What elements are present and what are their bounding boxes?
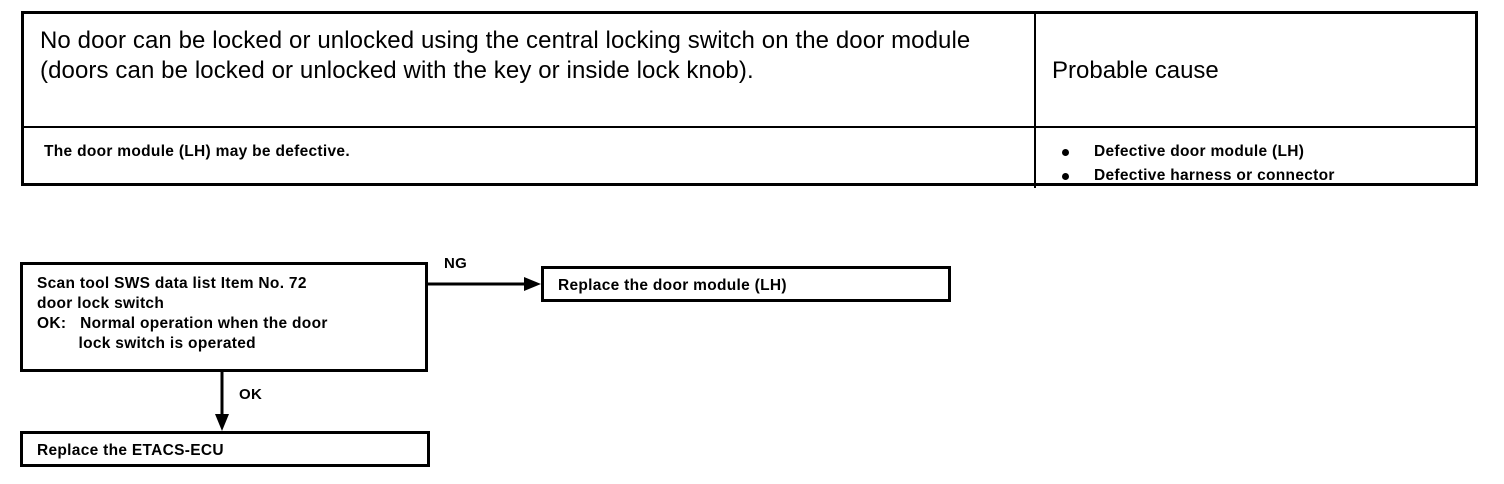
probable-cause-list: Defective door module (LH) Defective har… [1036,128,1477,188]
flow-node-check-scan-tool: Scan tool SWS data list Item No. 72 door… [20,262,428,372]
flow-node-replace-etacs-ecu-label: Replace the ETACS-ECU [37,442,224,459]
symptom-table-grid: No door can be locked or unlocked using … [24,14,1477,188]
symptom-detail-text: The door module (LH) may be defective. [44,143,350,160]
bullet-icon [1062,149,1069,156]
list-item: Defective door module (LH) [1036,140,1477,164]
header-cell-probable-cause: Probable cause [1034,14,1477,127]
flow-node-replace-door-module: Replace the door module (LH) [541,266,951,302]
list-item: Defective harness or connector [1036,164,1477,188]
table-row: The door module (LH) may be defective. D… [24,126,1477,188]
probable-cause-title: Probable cause [1052,57,1219,84]
symptom-description: No door can be locked or unlocked using … [40,27,971,84]
flow-node-replace-etacs-ecu: Replace the ETACS-ECU [20,431,430,467]
edge-label-ok: OK [239,386,263,403]
edge-label-ng: NG [444,255,468,272]
flow-node-replace-door-module-label: Replace the door module (LH) [558,277,787,294]
symptom-table: No door can be locked or unlocked using … [21,11,1478,188]
header-cell-symptom: No door can be locked or unlocked using … [24,14,1035,127]
body-cell-causes: Defective door module (LH) Defective har… [1034,126,1477,188]
table-header-row: No door can be locked or unlocked using … [24,14,1477,127]
body-cell-symptom: The door module (LH) may be defective. [24,126,1035,188]
cause-label: Defective harness or connector [1094,167,1335,184]
cause-label: Defective door module (LH) [1094,143,1305,160]
flow-node-check-scan-tool-label: Scan tool SWS data list Item No. 72 door… [37,275,328,352]
bullet-icon [1062,173,1069,180]
